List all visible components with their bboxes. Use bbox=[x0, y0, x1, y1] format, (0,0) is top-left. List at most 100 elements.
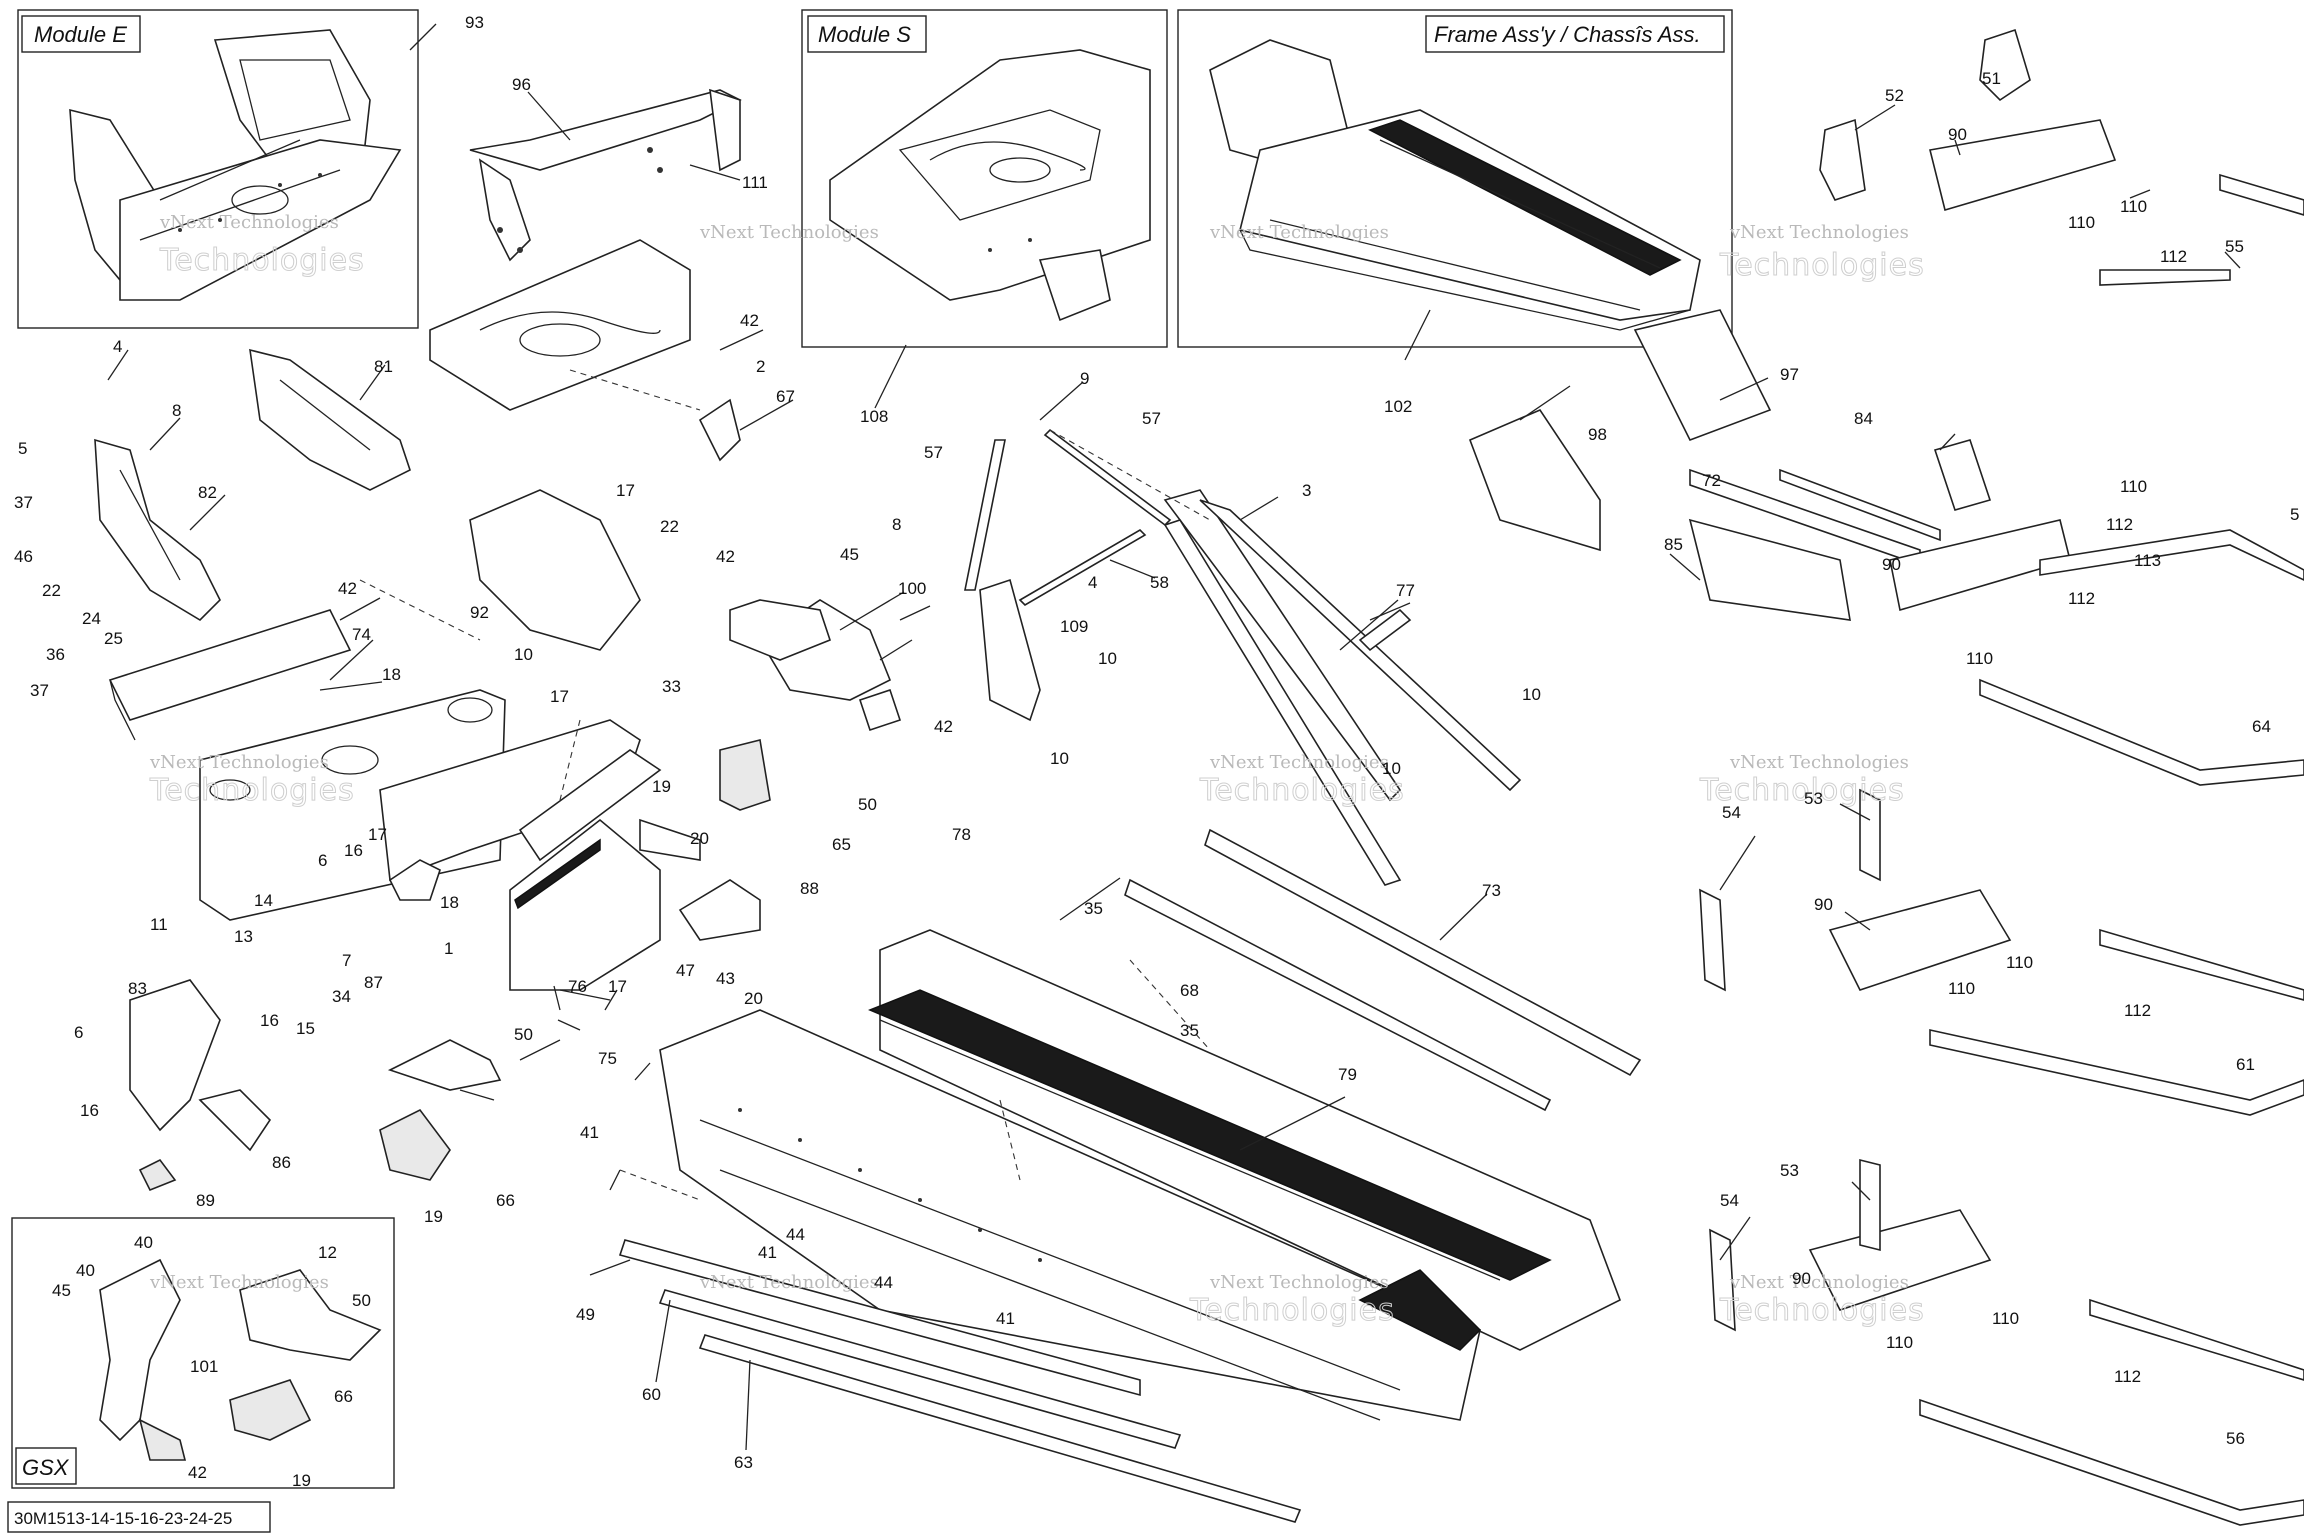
callout-label: 16 bbox=[260, 1011, 279, 1030]
part-group-rails bbox=[1124, 828, 1642, 1112]
part-group-footrests bbox=[129, 979, 502, 1192]
callout-label: 110 bbox=[1886, 1333, 1913, 1352]
callout-label: 86 bbox=[272, 1153, 291, 1172]
callout-label: 19 bbox=[424, 1207, 443, 1226]
callout-label: 6 bbox=[318, 851, 327, 870]
callout-label: 17 bbox=[616, 481, 635, 500]
callout-label: 57 bbox=[924, 443, 943, 462]
callout-label: 18 bbox=[382, 665, 401, 684]
callout-label: 17 bbox=[368, 825, 387, 844]
callout-label: 57 bbox=[1142, 409, 1161, 428]
inset-title-gsx: GSX bbox=[22, 1455, 70, 1480]
part-group-struts bbox=[964, 428, 1522, 886]
callout-label: 60 bbox=[642, 1385, 661, 1404]
callout-label: 55 bbox=[2225, 237, 2244, 256]
callout-label: 17 bbox=[608, 977, 627, 996]
callout-label: 35 bbox=[1084, 899, 1103, 918]
watermark-text: vNext Technologies bbox=[149, 752, 329, 773]
watermark-text: Technologies bbox=[1719, 248, 1925, 283]
callout-label: 46 bbox=[14, 547, 33, 566]
callout-label: 4 bbox=[113, 337, 122, 356]
callout-label: 110 bbox=[2068, 213, 2095, 232]
callout-label: 110 bbox=[2120, 197, 2147, 216]
callout-label: 89 bbox=[196, 1191, 215, 1210]
callout-label: 15 bbox=[296, 1019, 315, 1038]
inset-title-frame: Frame Ass'y / Chassîs Ass. bbox=[1434, 22, 1701, 47]
callout-label: 37 bbox=[14, 493, 33, 512]
callout-label: 41 bbox=[580, 1123, 599, 1142]
callout-label: 50 bbox=[514, 1025, 533, 1044]
callout-label: 93 bbox=[465, 13, 484, 32]
callout-label: 19 bbox=[292, 1471, 311, 1490]
callout-label: 20 bbox=[690, 829, 709, 848]
watermark-text: Technologies bbox=[1699, 773, 1905, 808]
callout-label: 20 bbox=[744, 989, 763, 1008]
callout-label: 35 bbox=[1180, 1021, 1199, 1040]
callout-label: 1 bbox=[444, 939, 453, 958]
callout-label: 42 bbox=[716, 547, 735, 566]
part-group-bulkhead bbox=[429, 239, 741, 651]
callout-label: 37 bbox=[30, 681, 49, 700]
callout-label: 110 bbox=[2120, 477, 2147, 496]
callout-label: 85 bbox=[1664, 535, 1683, 554]
callout-label: 74 bbox=[352, 625, 371, 644]
callout-label: 11 bbox=[150, 915, 168, 934]
callout-label: 25 bbox=[104, 629, 123, 648]
callout-label: 42 bbox=[934, 717, 953, 736]
callout-label: 8 bbox=[892, 515, 901, 534]
diagram-code: 30M1513-14-15-16-23-24-25 bbox=[14, 1509, 232, 1528]
watermark-text: vNext Technologies bbox=[1729, 1272, 1909, 1293]
callout-label: 16 bbox=[80, 1101, 99, 1120]
part-group-right-bumpers bbox=[1919, 173, 2304, 1526]
part-group-tunnel bbox=[659, 929, 1622, 1421]
callout-label: 5 bbox=[2290, 505, 2299, 524]
part-group-steering-support bbox=[469, 88, 742, 262]
callout-label: 50 bbox=[352, 1291, 371, 1310]
callout-label: 67 bbox=[776, 387, 795, 406]
callout-label: 10 bbox=[514, 645, 533, 664]
callout-label: 53 bbox=[1780, 1161, 1799, 1180]
callout-label: 88 bbox=[800, 879, 819, 898]
callout-label: 76 bbox=[568, 977, 587, 996]
callout-label: 90 bbox=[1814, 895, 1833, 914]
inset-gsx: GSX bbox=[11, 1217, 395, 1489]
part-group-right-brackets bbox=[1468, 28, 2117, 621]
callout-label: 56 bbox=[2226, 1429, 2245, 1448]
callout-label: 66 bbox=[496, 1191, 515, 1210]
watermark-text: Technologies bbox=[159, 243, 365, 278]
callout-label: 96 bbox=[512, 75, 531, 94]
callout-label: 64 bbox=[2252, 717, 2271, 736]
inset-module-e: Module E bbox=[17, 9, 419, 329]
callout-label: 7 bbox=[342, 951, 351, 970]
footer: 30M1513-14-15-16-23-24-25 bbox=[7, 1501, 271, 1533]
callout-label: 109 bbox=[1060, 617, 1088, 636]
callout-label: 19 bbox=[652, 777, 671, 796]
callout-label: 14 bbox=[254, 891, 273, 910]
watermark-text: Technologies bbox=[1189, 1293, 1395, 1328]
callout-label: 8 bbox=[172, 401, 181, 420]
callout-label: 52 bbox=[1885, 86, 1904, 105]
watermark-text: Technologies bbox=[1199, 773, 1405, 808]
callout-label: 111 bbox=[742, 173, 768, 192]
callout-label: 42 bbox=[740, 311, 759, 330]
callout-label: 16 bbox=[344, 841, 363, 860]
callout-label: 90 bbox=[1882, 555, 1901, 574]
callout-label: 12 bbox=[318, 1243, 337, 1262]
watermark-text: vNext Technologies bbox=[1729, 752, 1909, 773]
callout-label: 112 bbox=[2160, 247, 2187, 266]
callout-label: 45 bbox=[840, 545, 859, 564]
callout-label: 54 bbox=[1722, 803, 1741, 822]
inset-module-s: Module S bbox=[801, 9, 1168, 348]
callout-label: 43 bbox=[716, 969, 735, 988]
watermark-text: vNext Technologies bbox=[1209, 222, 1389, 243]
callout-label: 4 bbox=[1088, 573, 1097, 592]
callout-label: 90 bbox=[1948, 125, 1967, 144]
callout-label: 77 bbox=[1396, 581, 1415, 600]
callout-label: 44 bbox=[786, 1225, 805, 1244]
callout-label: 100 bbox=[898, 579, 926, 598]
callout-label: 108 bbox=[860, 407, 888, 426]
callout-label: 10 bbox=[1050, 749, 1069, 768]
callout-label: 112 bbox=[2068, 589, 2095, 608]
callout-label: 47 bbox=[676, 961, 695, 980]
callout-label: 83 bbox=[128, 979, 147, 998]
